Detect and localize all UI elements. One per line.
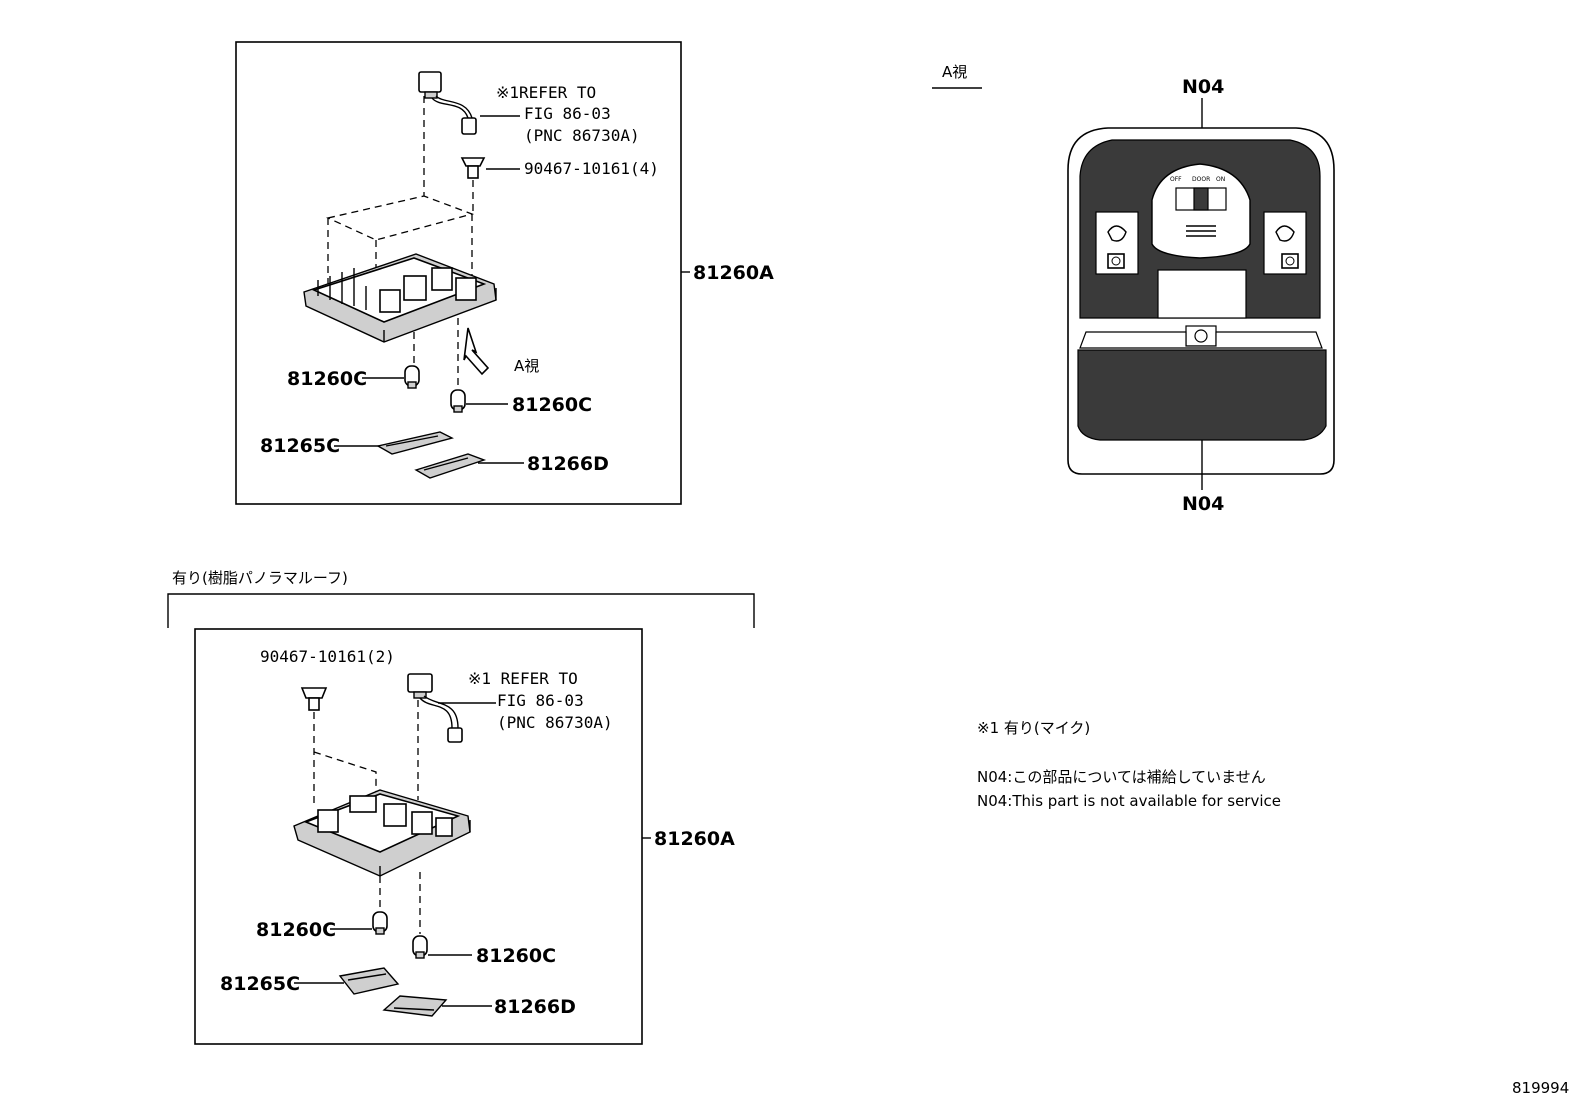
switch-label-door: DOOR <box>1192 176 1210 183</box>
bulb-icon <box>412 935 428 959</box>
section-caption: 有り(樹脂パノラマルーフ) <box>172 569 348 587</box>
bottom-lens-right-label: 81266D <box>494 996 576 1018</box>
top-bulb-right-label: 81260C <box>512 394 592 416</box>
bottom-bulb-right-label: 81260C <box>476 945 556 967</box>
bulb-icon <box>450 389 466 413</box>
view-a-title: A視 <box>942 63 967 81</box>
section-bracket <box>167 593 755 628</box>
top-assembly-label: 81260A <box>693 262 774 284</box>
top-refer-line2: FIG 86-03 <box>524 104 611 123</box>
note-n04-jp: N04:この部品については補給していません <box>977 768 1266 786</box>
bottom-refer-line3: (PNC 86730A) <box>497 713 613 732</box>
connector-harness-icon <box>407 673 463 743</box>
bottom-refer-line2: FIG 86-03 <box>497 691 584 710</box>
overhead-console-front-icon: OFF DOOR ON <box>1067 127 1335 475</box>
switch-label-off: OFF <box>1170 176 1182 183</box>
switch-label-on: ON <box>1216 176 1225 183</box>
top-lens-right-label: 81266D <box>527 453 609 475</box>
note-n04-en: N04:This part is not available for servi… <box>977 792 1281 810</box>
top-lens-left-label: 81265C <box>260 435 340 457</box>
footnote-microphone: ※1 有り(マイク) <box>977 719 1090 737</box>
top-figure: ※1REFER TO FIG 86-03 (PNC 86730A) 90467-… <box>235 41 774 505</box>
view-a-bottom-callout: N04 <box>1182 493 1224 515</box>
top-figure-frame <box>235 41 682 505</box>
bottom-clip-part-label: 90467-10161(2) <box>260 647 395 666</box>
connector-harness-icon <box>418 71 477 135</box>
top-view-arrow-label: A視 <box>514 357 539 375</box>
bottom-figure: 有り(樹脂パノラマルーフ) 90467-10161(2) ※1 REFER TO… <box>167 569 755 1045</box>
bulb-icon <box>404 365 420 389</box>
bottom-assembly-label: 81260A <box>654 828 735 850</box>
overhead-lamp-assembly-icon <box>293 789 471 877</box>
bottom-lens-left-label: 81265C <box>220 973 300 995</box>
bottom-figure-frame <box>194 628 643 1045</box>
bottom-bulb-left-label: 81260C <box>256 919 336 941</box>
top-refer-line3: (PNC 86730A) <box>524 126 640 145</box>
clip-icon <box>300 687 328 711</box>
lens-icon <box>414 453 487 479</box>
lens-icon <box>338 967 400 995</box>
top-refer-line1: ※1REFER TO <box>496 83 596 102</box>
top-bulb-left-label: 81260C <box>287 368 367 390</box>
lens-icon <box>382 995 448 1017</box>
bottom-refer-line1: ※1 REFER TO <box>468 669 578 688</box>
clip-icon <box>460 157 486 179</box>
top-clip-part-label: 90467-10161(4) <box>524 159 659 178</box>
bulb-icon <box>372 911 388 935</box>
diagram-id: 819994 <box>1512 1079 1569 1097</box>
overhead-lamp-assembly-icon <box>303 253 497 343</box>
view-a-top-callout: N04 <box>1182 76 1224 98</box>
lens-icon <box>376 431 454 455</box>
view-a-figure: A視 N04 OFF DOOR ON <box>932 63 1335 515</box>
view-arrow-icon <box>463 327 490 376</box>
